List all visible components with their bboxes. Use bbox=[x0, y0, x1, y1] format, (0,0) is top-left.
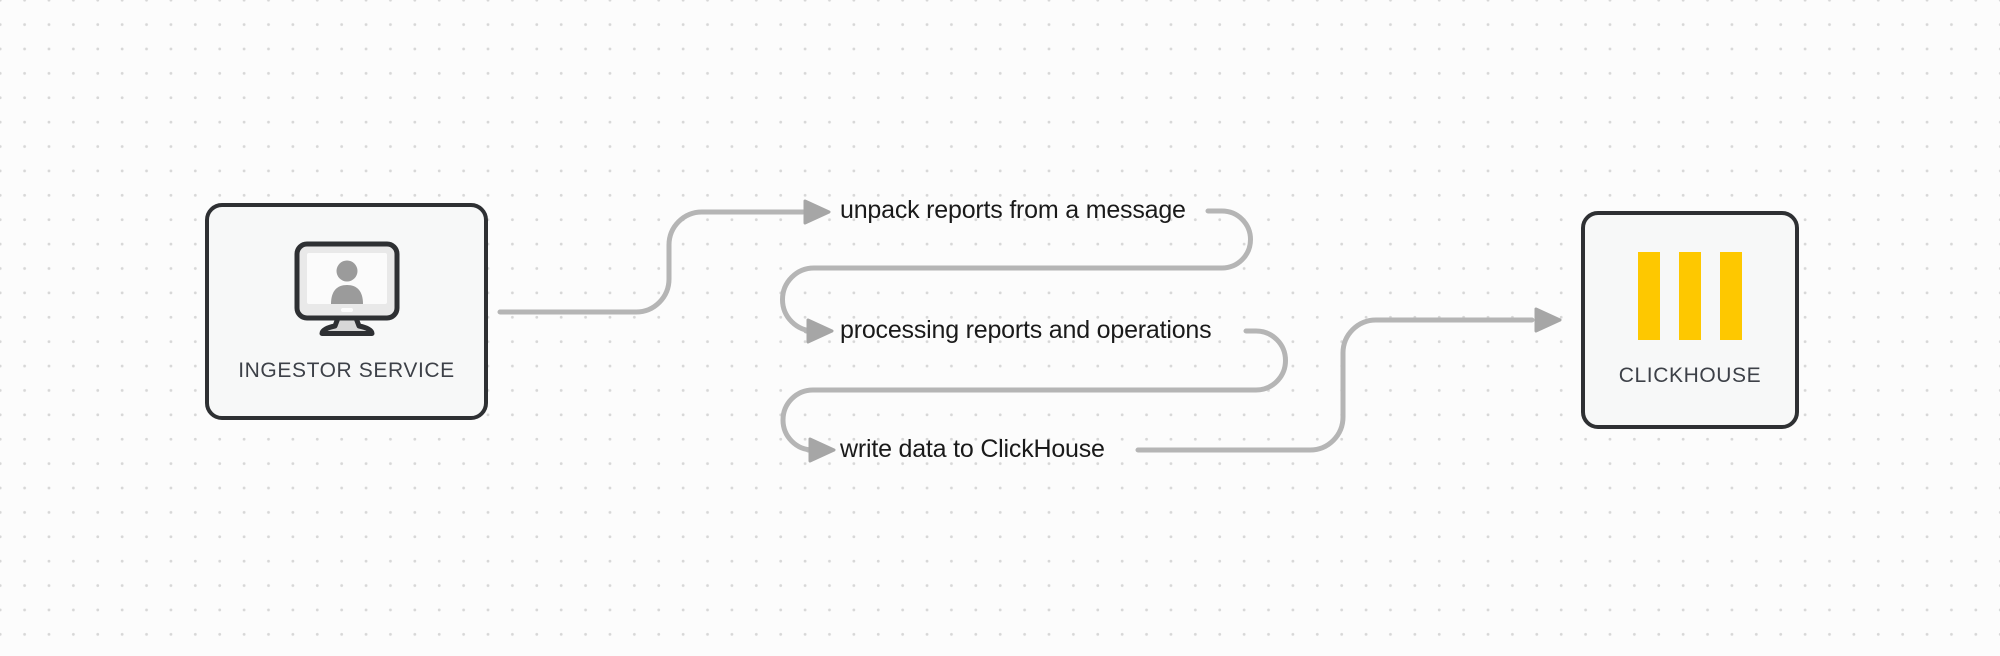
monitor-user-icon bbox=[294, 241, 400, 344]
node-clickhouse-label: CLICKHOUSE bbox=[1618, 364, 1762, 387]
arrowhead-icon bbox=[808, 437, 836, 463]
step-label-processing-reports: processing reports and operations bbox=[840, 315, 1212, 344]
node-ingestor-service: INGESTOR SERVICE bbox=[205, 203, 488, 420]
connector-ingestor-to-step1 bbox=[497, 209, 806, 315]
arrowhead-icon bbox=[1534, 307, 1562, 333]
step-label-unpack-reports: unpack reports from a message bbox=[840, 195, 1186, 224]
arrowhead-icon bbox=[806, 318, 834, 344]
connector-step2-to-step3 bbox=[780, 328, 1288, 453]
connector-step3-to-clickhouse bbox=[1135, 317, 1535, 453]
connector-step1-to-step2 bbox=[780, 208, 1253, 334]
node-clickhouse: CLICKHOUSE bbox=[1581, 211, 1799, 429]
arrowhead-icon bbox=[803, 199, 831, 225]
clickhouse-logo-icon bbox=[1638, 252, 1742, 345]
node-ingestor-label: INGESTOR SERVICE bbox=[238, 358, 455, 382]
step-label-write-data: write data to ClickHouse bbox=[840, 434, 1105, 463]
